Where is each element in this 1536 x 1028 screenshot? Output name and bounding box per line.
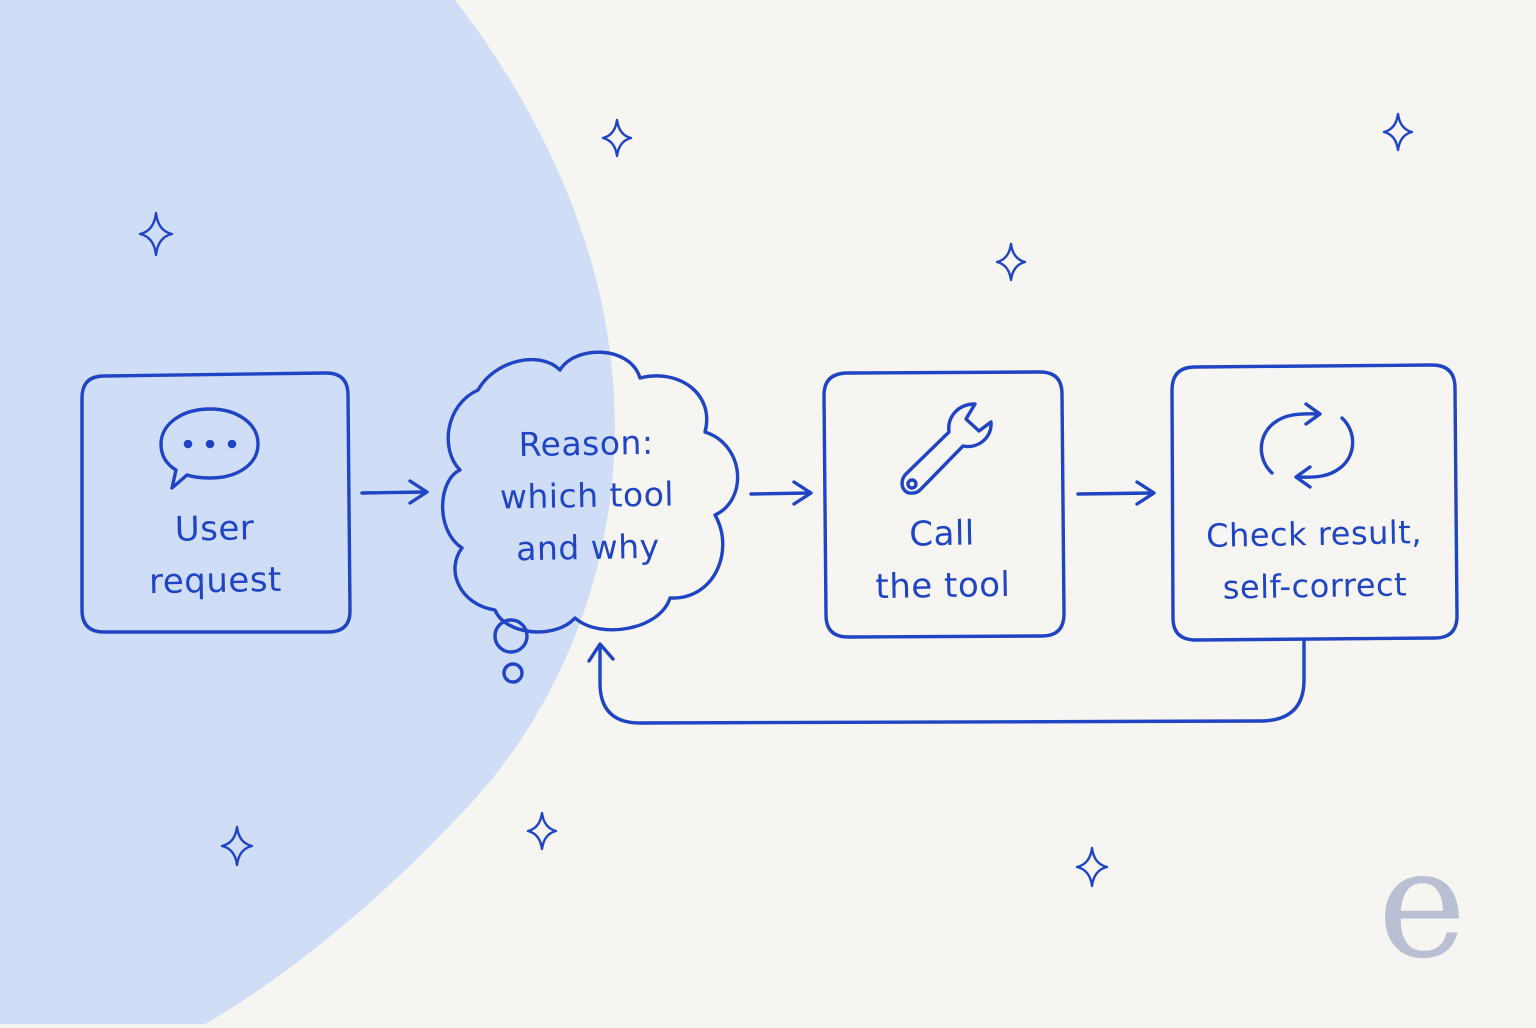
node-label-call-tool: Call the tool xyxy=(829,506,1056,614)
node-box-call-tool xyxy=(822,370,1066,639)
wrench-icon xyxy=(900,402,993,495)
speech-bubble-icon xyxy=(159,407,260,490)
sparkle-icon xyxy=(1075,846,1109,888)
node-box-check-result xyxy=(1170,363,1459,642)
refresh-cycle-icon xyxy=(1259,402,1355,489)
node-label-line: Reason: xyxy=(518,422,654,465)
arrow-user-to-reason xyxy=(360,479,429,505)
sparkle-icon xyxy=(526,811,558,851)
thought-bubble-small xyxy=(502,662,524,684)
thought-cloud-icon xyxy=(441,350,740,634)
background-blob xyxy=(0,0,615,1024)
node-label-user-request: User request xyxy=(99,501,331,609)
sparkle-icon xyxy=(220,825,254,867)
node-label-line: request xyxy=(148,559,283,603)
node-box-user-request xyxy=(80,371,352,634)
sparkle-icon xyxy=(138,211,174,257)
node-label-line: Call xyxy=(908,513,976,555)
sparkle-icon xyxy=(995,242,1027,282)
node-label-line: self-correct xyxy=(1222,565,1408,607)
node-label-line: the tool xyxy=(875,564,1011,608)
node-label-line: User xyxy=(174,508,255,550)
node-label-line: which tool xyxy=(499,474,675,517)
brand-logo: e xyxy=(1377,818,1467,992)
sparkle-icon xyxy=(601,118,633,158)
node-label-line: and why xyxy=(515,526,660,569)
node-label-line: Check result, xyxy=(1205,513,1423,555)
node-label-reason: Reason: which tool and why xyxy=(461,416,714,576)
arrow-reason-to-call xyxy=(749,480,813,506)
sparkle-icon xyxy=(1382,112,1414,152)
node-label-check-result: Check result, self-correct xyxy=(1181,506,1448,615)
arrow-feedback-loop xyxy=(587,638,1306,725)
thought-bubble-large xyxy=(493,618,529,654)
arrow-call-to-check xyxy=(1076,480,1156,506)
